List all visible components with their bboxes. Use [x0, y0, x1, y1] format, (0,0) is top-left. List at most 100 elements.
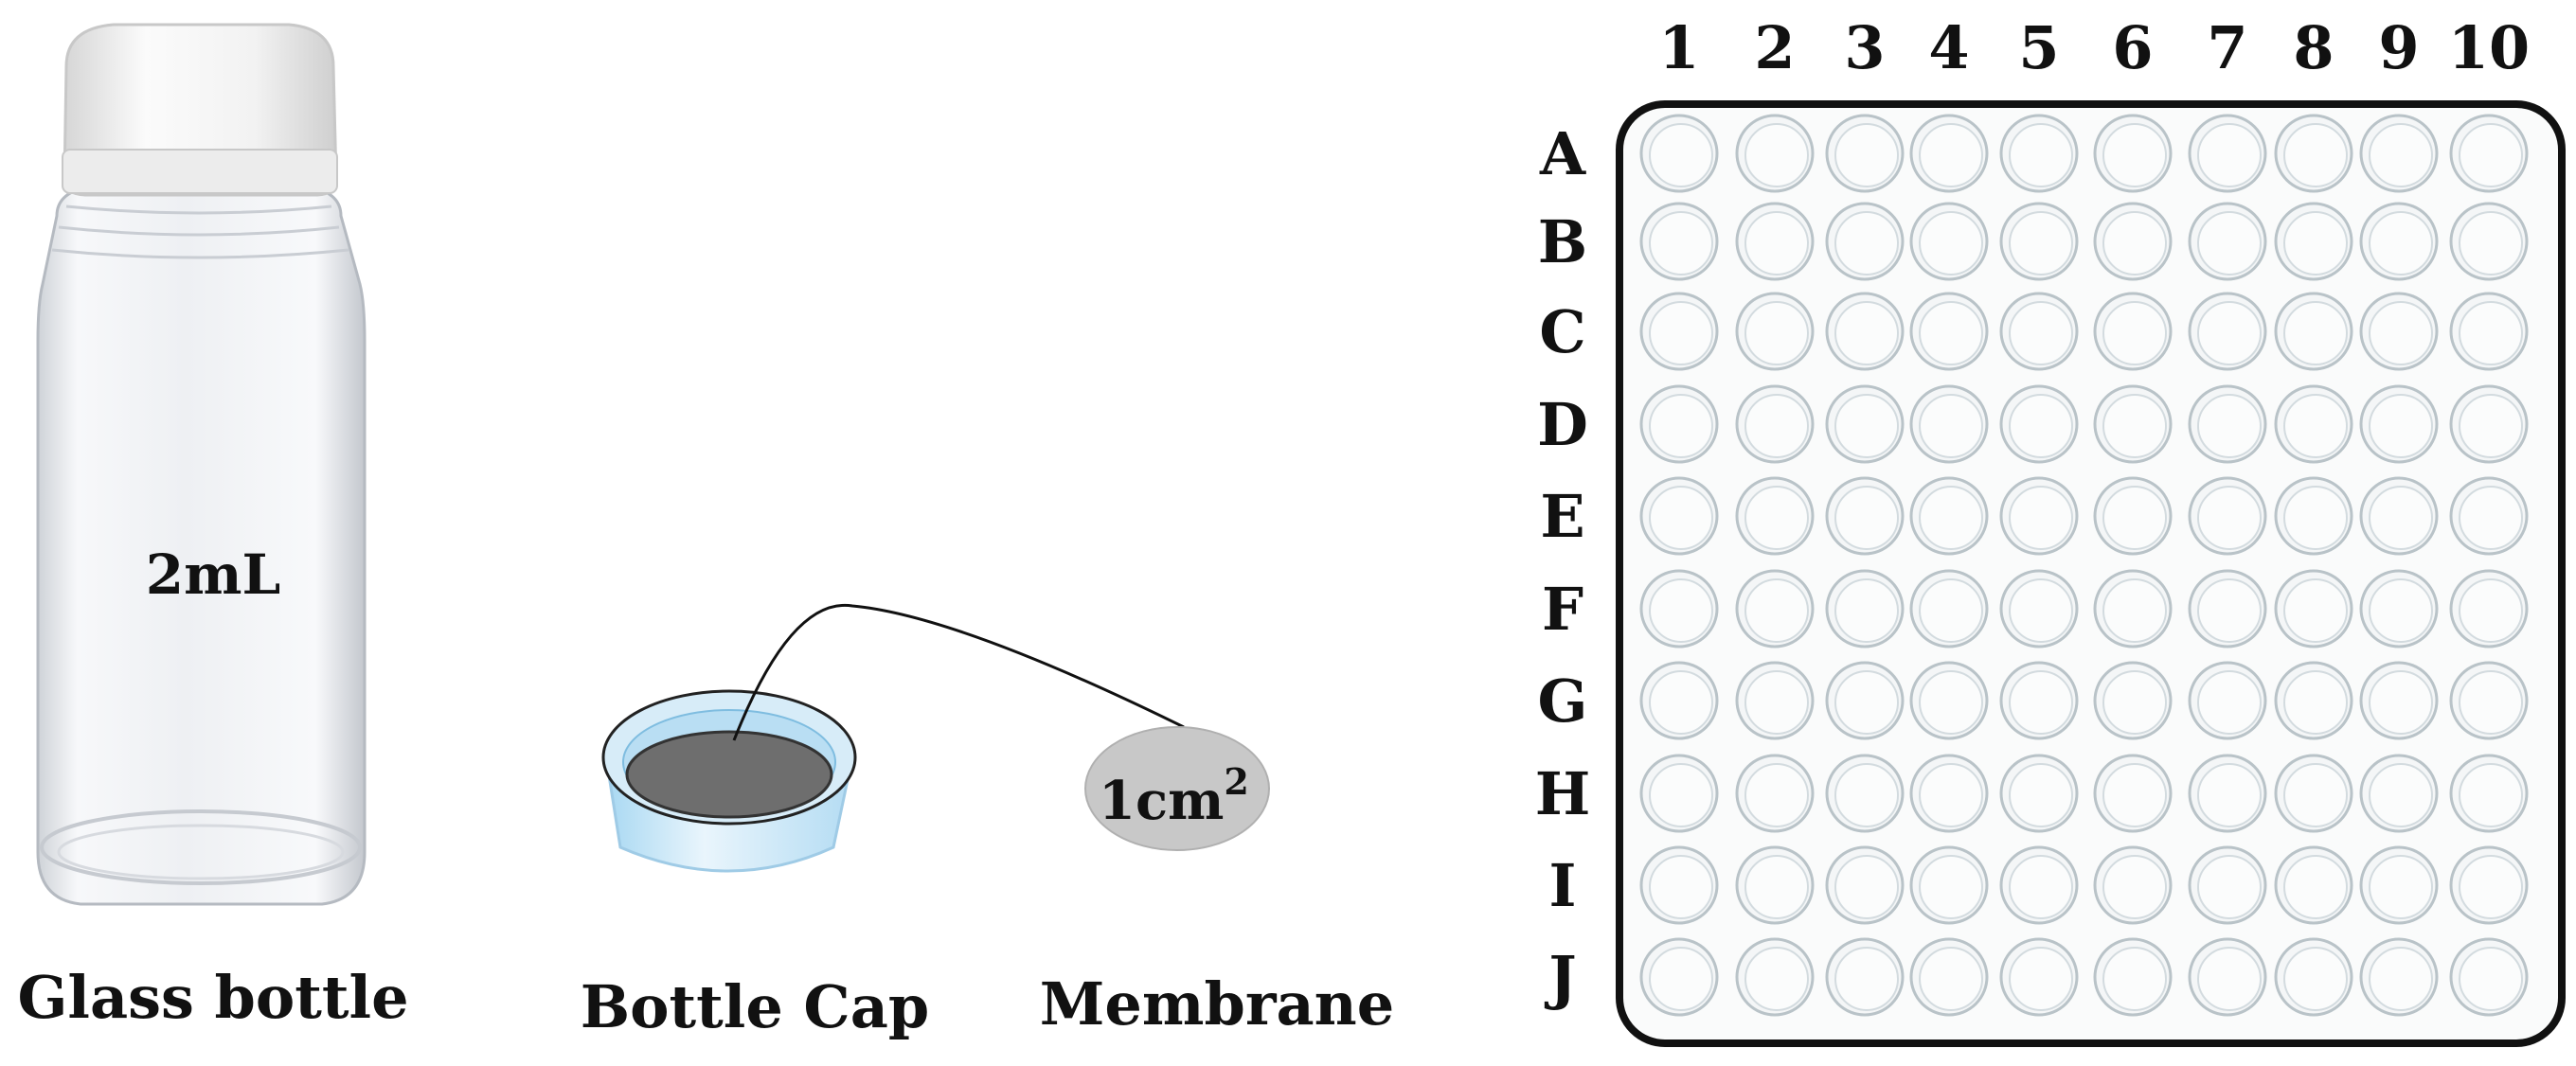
well-C10 — [2449, 292, 2529, 371]
well-F2 — [1735, 569, 1815, 648]
bottle-cap-caption: Bottle Cap — [581, 972, 930, 1041]
well-I2 — [1735, 845, 1815, 925]
well-A1 — [1639, 114, 1719, 193]
well-E9 — [2359, 476, 2439, 556]
well-H6 — [2093, 754, 2173, 833]
column-label-9: 9 — [2378, 13, 2419, 82]
well-C1 — [1639, 292, 1719, 371]
well-C2 — [1735, 292, 1815, 371]
well-E8 — [2274, 476, 2353, 556]
well-J7 — [2188, 937, 2267, 1017]
well-F10 — [2449, 569, 2529, 648]
wells-grid — [1639, 114, 2529, 1017]
glass-bottle: 2mL Glass bottle — [17, 23, 409, 1032]
well-F1 — [1639, 569, 1719, 648]
column-label-7: 7 — [2207, 13, 2247, 82]
well-J5 — [1999, 937, 2079, 1017]
well-D8 — [2274, 384, 2353, 464]
well-F8 — [2274, 569, 2353, 648]
well-E4 — [1909, 476, 1989, 556]
well-C3 — [1825, 292, 1905, 371]
well-D9 — [2359, 384, 2439, 464]
well-E2 — [1735, 476, 1815, 556]
well-D1 — [1639, 384, 1719, 464]
well-J3 — [1825, 937, 1905, 1017]
well-I10 — [2449, 845, 2529, 925]
well-E5 — [1999, 476, 2079, 556]
well-H8 — [2274, 754, 2353, 833]
well-B2 — [1735, 202, 1815, 281]
membrane-area-value: 1cm — [1099, 770, 1224, 832]
row-label-C: C — [1539, 297, 1585, 366]
well-I5 — [1999, 845, 2079, 925]
well-F6 — [2093, 569, 2173, 648]
well-A8 — [2274, 114, 2353, 193]
column-label-1: 1 — [1658, 13, 1699, 82]
well-H9 — [2359, 754, 2439, 833]
well-H5 — [1999, 754, 2079, 833]
well-E6 — [2093, 476, 2173, 556]
bottle-base — [40, 809, 362, 885]
row-label-A: A — [1539, 119, 1586, 188]
row-label-D: D — [1537, 390, 1588, 459]
well-I6 — [2093, 845, 2173, 925]
well-F9 — [2359, 569, 2439, 648]
well-B4 — [1909, 202, 1989, 281]
column-label-10: 10 — [2448, 13, 2530, 82]
membrane: 1cm2 Membrane — [1040, 726, 1394, 1039]
well-J10 — [2449, 937, 2529, 1017]
well-B5 — [1999, 202, 2079, 281]
membrane-in-cap — [625, 730, 833, 819]
well-G7 — [2188, 661, 2267, 740]
row-label-B: B — [1538, 207, 1587, 276]
well-E7 — [2188, 476, 2267, 556]
well-G2 — [1735, 661, 1815, 740]
well-I7 — [2188, 845, 2267, 925]
well-D4 — [1909, 384, 1989, 464]
well-G1 — [1639, 661, 1719, 740]
well-G9 — [2359, 661, 2439, 740]
membrane-caption: Membrane — [1040, 969, 1394, 1039]
well-F7 — [2188, 569, 2267, 648]
row-label-J: J — [1544, 943, 1576, 1012]
well-B6 — [2093, 202, 2173, 281]
well-A9 — [2359, 114, 2439, 193]
well-I4 — [1909, 845, 1989, 925]
well-J1 — [1639, 937, 1719, 1017]
well-E10 — [2449, 476, 2529, 556]
column-label-4: 4 — [1928, 13, 1969, 82]
well-F5 — [1999, 569, 2079, 648]
well-A3 — [1825, 114, 1905, 193]
well-G6 — [2093, 661, 2173, 740]
row-label-I: I — [1548, 851, 1576, 920]
well-D6 — [2093, 384, 2173, 464]
well-J6 — [2093, 937, 2173, 1017]
well-F4 — [1909, 569, 1989, 648]
well-B10 — [2449, 202, 2529, 281]
bottle-cap: Bottle Cap — [581, 689, 930, 1041]
well-I8 — [2274, 845, 2353, 925]
well-G10 — [2449, 661, 2529, 740]
well-A10 — [2449, 114, 2529, 193]
well-D2 — [1735, 384, 1815, 464]
well-G3 — [1825, 661, 1905, 740]
well-I9 — [2359, 845, 2439, 925]
column-label-8: 8 — [2293, 13, 2334, 82]
well-I3 — [1825, 845, 1905, 925]
well-J8 — [2274, 937, 2353, 1017]
glass-bottle-caption: Glass bottle — [17, 963, 408, 1032]
well-C5 — [1999, 292, 2079, 371]
well-B9 — [2359, 202, 2439, 281]
well-H4 — [1909, 754, 1989, 833]
well-C7 — [2188, 292, 2267, 371]
column-label-5: 5 — [2018, 13, 2059, 82]
well-A4 — [1909, 114, 1989, 193]
well-F3 — [1825, 569, 1905, 648]
connector-line — [732, 603, 1185, 741]
well-B1 — [1639, 202, 1719, 281]
well-D5 — [1999, 384, 2079, 464]
well-E3 — [1825, 476, 1905, 556]
